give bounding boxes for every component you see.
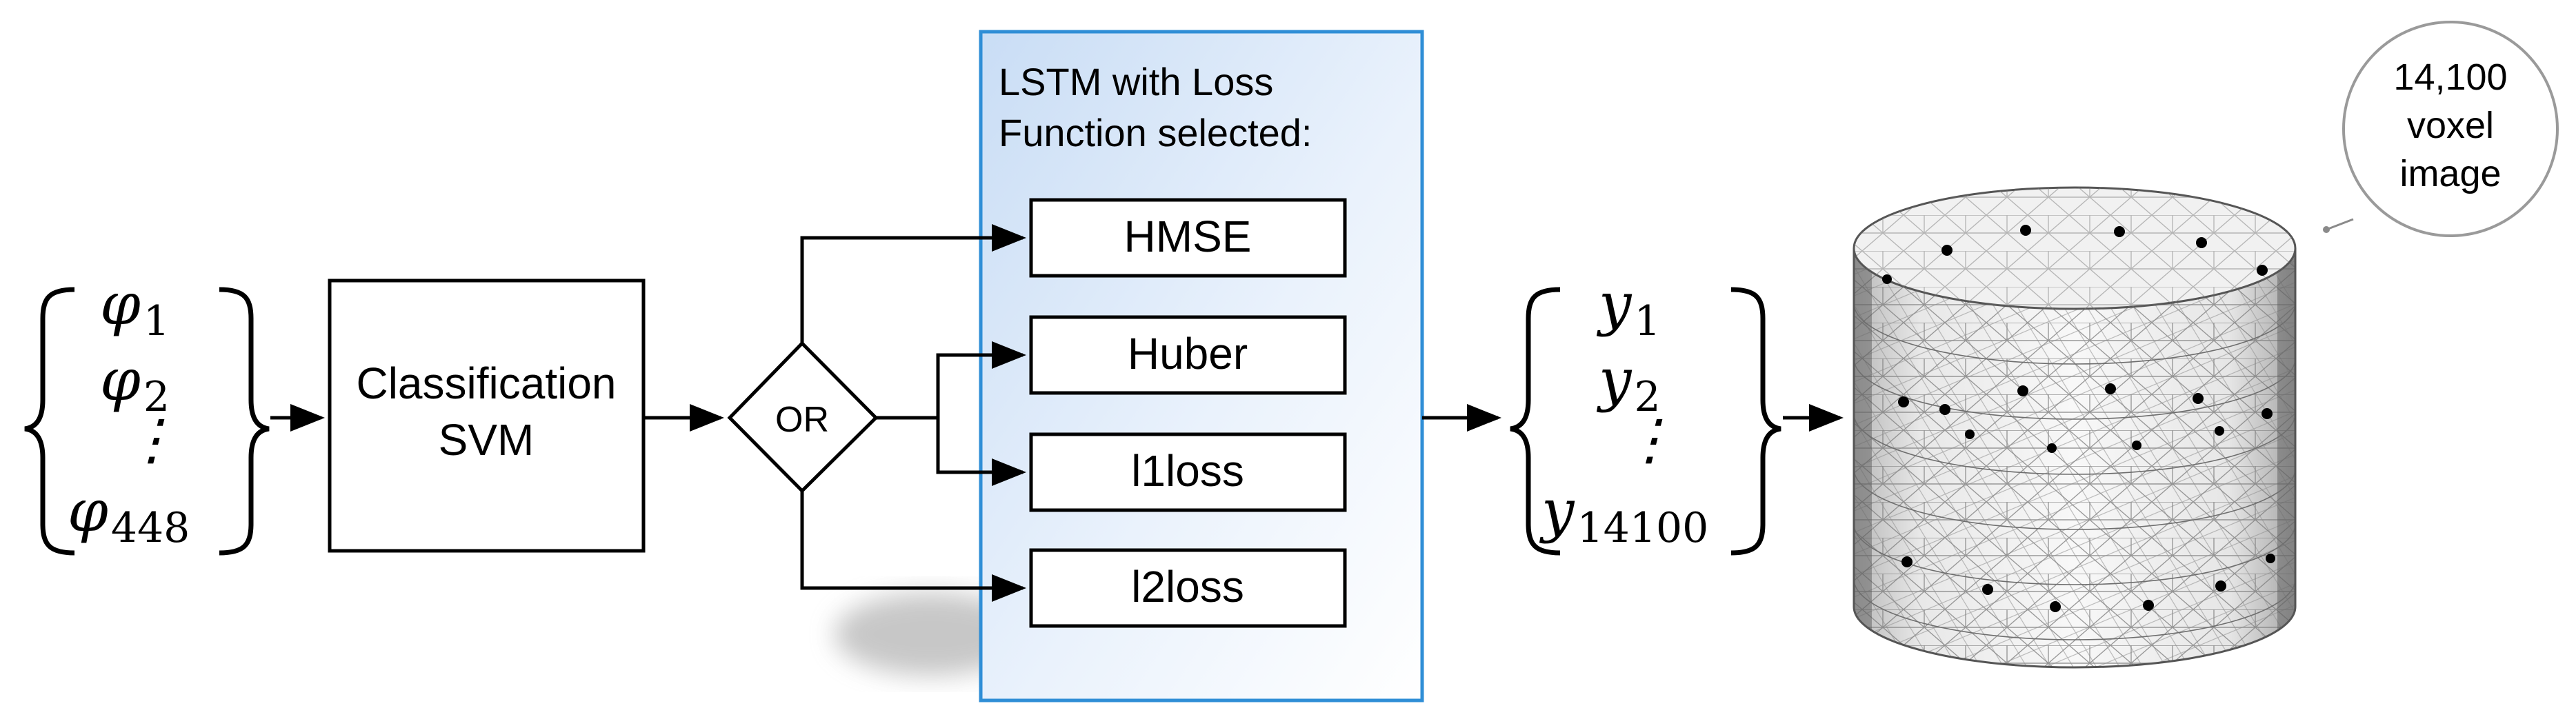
input-item-2: φ2	[100, 346, 170, 421]
output-item-last: y14100	[1539, 477, 1708, 552]
classifier-label-line1: Classification	[356, 358, 616, 408]
connector-or-to-huber	[936, 341, 1026, 418]
loss-option-hmse: HMSE	[1029, 198, 1347, 278]
classifier-label-line2: SVM	[439, 415, 535, 465]
connector-or-to-l1loss	[936, 418, 1026, 486]
voxel-mesh-cylinder	[1853, 186, 2297, 669]
input-item-1: φ1	[100, 270, 170, 345]
loss-option-huber: Huber	[1029, 315, 1347, 395]
output-left-brace	[1510, 287, 1561, 556]
output-right-brace	[1730, 287, 1781, 556]
input-right-brace	[219, 287, 270, 556]
callout-line1: 14,100	[2393, 57, 2507, 98]
classifier-box: Classification SVM	[328, 279, 646, 553]
lstm-panel: LSTM with Loss Function selected: HMSE H…	[979, 30, 1424, 702]
connector-or-to-l2loss	[800, 491, 1026, 602]
svg-text:l2loss: l2loss	[1131, 562, 1244, 611]
lstm-panel-title-line2: Function selected:	[999, 111, 1312, 154]
or-connectors	[800, 224, 1026, 602]
or-label: OR	[775, 400, 829, 440]
lstm-panel-title-line1: LSTM with Loss	[999, 60, 1273, 103]
callout-line3: image	[2399, 153, 2501, 194]
connector-or-to-hmse	[800, 224, 1026, 343]
electrode-markers	[1882, 225, 2275, 612]
callout-line2: voxel	[2407, 105, 2494, 146]
input-vector: φ1 φ2 ⋮ φ448	[24, 270, 270, 556]
output-item-1: y1	[1596, 270, 1661, 345]
input-ellipsis: ⋮	[124, 407, 179, 472]
voxel-callout: 14,100 voxel image	[2323, 21, 2559, 237]
or-decision: OR	[727, 341, 879, 494]
output-vector: y1 y2 ⋮ y14100	[1510, 270, 1781, 556]
input-item-last: φ448	[68, 477, 190, 552]
output-item-2: y2	[1596, 346, 1661, 421]
output-ellipsis: ⋮	[1622, 407, 1677, 472]
loss-option-l2loss: l2loss	[1029, 548, 1347, 628]
svg-text:Huber: Huber	[1128, 329, 1248, 378]
svg-text:l1loss: l1loss	[1131, 446, 1244, 496]
loss-option-l1loss: l1loss	[1029, 432, 1347, 512]
input-left-brace	[24, 287, 75, 556]
svg-text:HMSE: HMSE	[1124, 212, 1252, 261]
